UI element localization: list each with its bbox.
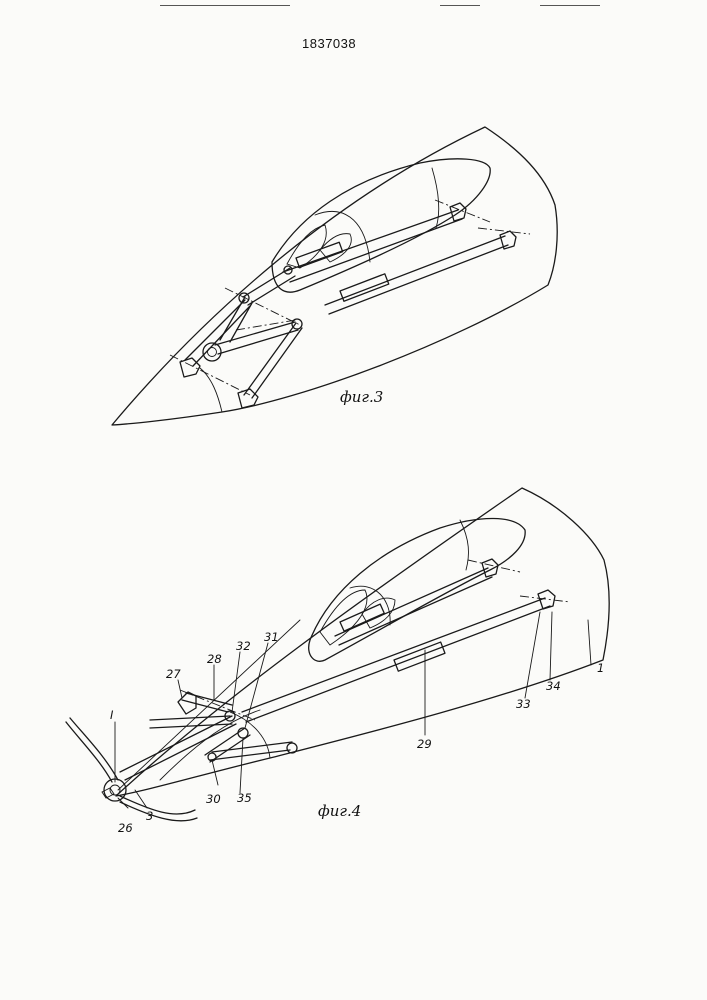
fig3-upper-strut [283, 210, 462, 282]
fig3-caption: фиг.3 [340, 388, 383, 406]
fig4-linkage-arm [182, 693, 232, 712]
fig4-label-29: 29 [417, 737, 432, 751]
fig3-linkage-arm [185, 300, 250, 366]
fig3-upper-cylinder [296, 242, 343, 267]
fig4-canopy-outline [309, 518, 525, 661]
fig4-upper-strut [335, 568, 492, 645]
fig4-label-30: 30 [206, 792, 221, 806]
fig3-windscreen-window [287, 225, 326, 268]
figure-4: 1 3 26 27 28 29 30 31 32 33 34 35 I фиг.… [66, 488, 609, 835]
fig3-lower-cylinder [340, 274, 389, 301]
fig4-label-1: 1 [597, 661, 604, 675]
fig3-nose-base-curve [200, 368, 222, 412]
fig4-hose [66, 722, 112, 782]
fig4-linkage-arm [210, 742, 292, 760]
fig4-lower-strut [242, 598, 550, 722]
fig4-rear-fitting-upper [482, 559, 498, 577]
fig4-leader-line [550, 612, 552, 680]
fig4-caption: фиг.4 [318, 802, 361, 820]
fig4-label-28: 28 [207, 652, 222, 666]
fig4-label-26: 26 [118, 821, 133, 835]
fig4-windscreen-window [320, 590, 367, 645]
fig4-hose [120, 796, 195, 814]
fig4-linkage-arm [205, 728, 250, 762]
fig4-label-31: 31 [264, 630, 279, 644]
fig4-leader-line [178, 680, 182, 698]
fig4-label-3: 3 [146, 809, 153, 823]
fig4-lower-cylinder [394, 642, 445, 671]
fig4-label-33: 33 [516, 697, 531, 711]
fig3-front-ring [208, 348, 217, 357]
fig4-label-27: 27 [166, 667, 181, 681]
fig3-rear-fitting-lower [500, 231, 516, 249]
fig4-hinge [287, 743, 297, 753]
fig3-axis-line [225, 288, 300, 325]
fig4-leader-line [588, 620, 591, 665]
fig4-label-32: 32 [236, 639, 251, 653]
fig4-hose [70, 718, 118, 780]
fig4-label-34: 34 [546, 679, 561, 693]
fig3-axis-line [236, 320, 296, 330]
figure-3: фиг.3 [112, 127, 557, 425]
fig3-canopy-outline [272, 159, 490, 292]
fig4-guide-line [118, 620, 300, 790]
fig4-label-35: 35 [237, 791, 252, 805]
fig4-axis-line [520, 596, 570, 602]
fig4-label-I: I [110, 708, 114, 722]
